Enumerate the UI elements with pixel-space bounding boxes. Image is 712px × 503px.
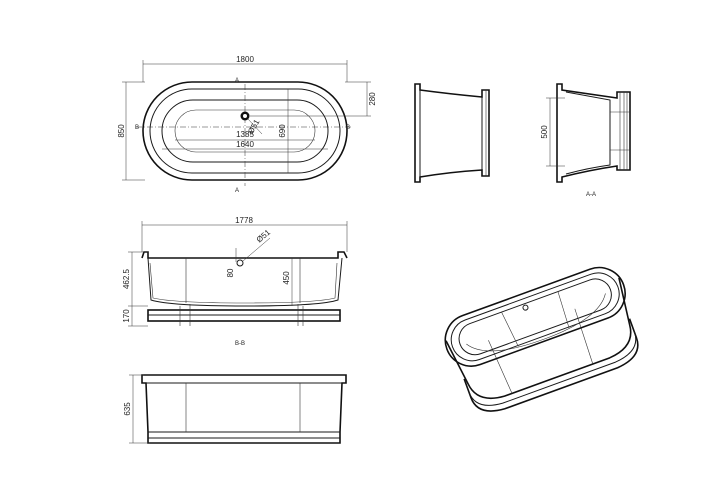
dim-section-b-base-height: 170 (122, 309, 131, 323)
section-b-b-view: Ø51 80 450 1778 462.5 170 B-B (122, 216, 348, 347)
section-a-a-view: 500 A-A (540, 83, 631, 198)
section-a-bottom-label: A (235, 188, 239, 194)
side-view: 635 (123, 374, 347, 444)
isometric-view (444, 266, 639, 412)
dim-section-b-rim-height: 462.5 (122, 268, 131, 289)
dim-inner-length-2: 1640 (236, 140, 254, 149)
dim-section-b-depth: 450 (282, 271, 291, 285)
section-b-right-label: B (346, 125, 350, 131)
iso-body (445, 277, 632, 400)
waste-outlet-icon (236, 259, 244, 267)
end-view-outline (414, 83, 490, 183)
dim-section-a-height: 500 (540, 125, 549, 139)
section-a-outline (556, 83, 631, 183)
section-b-left-label: B (135, 125, 139, 131)
section-b-b-label: B-B (235, 341, 245, 347)
top-view: 1800 850 A A B B Ø51 1385 1640 690 280 (117, 55, 377, 194)
section-a-a-label: A-A (586, 192, 596, 198)
dim-waste-offset: 280 (368, 92, 377, 106)
dim-section-b-waste-diameter: Ø51 (255, 227, 273, 244)
end-view (414, 83, 490, 183)
dim-section-b-waste-height: 80 (226, 268, 235, 277)
side-view-outline (141, 374, 347, 444)
dim-inner-width: 690 (278, 124, 287, 138)
iso-base (463, 318, 639, 412)
dim-overall-width: 850 (117, 124, 126, 138)
dim-section-b-length: 1778 (235, 216, 253, 225)
iso-rim-outer (444, 266, 626, 367)
section-a-top-label: A (235, 78, 239, 84)
section-b-rim (141, 251, 348, 259)
dim-side-view-height: 635 (123, 402, 132, 416)
dim-inner-length-1: 1385 (236, 130, 254, 139)
iso-waste-icon (522, 304, 529, 311)
dim-overall-length: 1800 (236, 55, 254, 64)
